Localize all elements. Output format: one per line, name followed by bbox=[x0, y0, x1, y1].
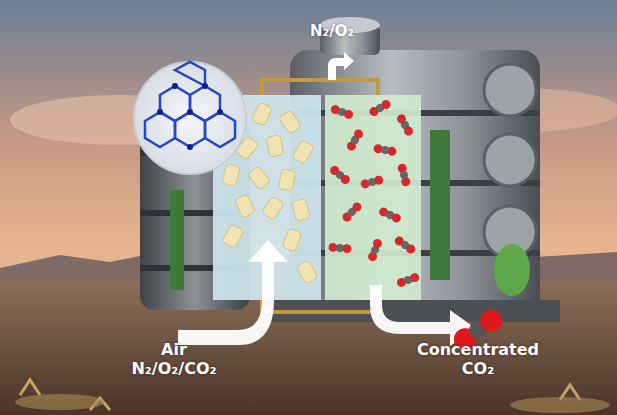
callout-label: Air N₂/O₂/CO₂ bbox=[120, 340, 228, 378]
callout-label: N₂/O₂ bbox=[300, 22, 364, 40]
callout-label: Concentrated CO₂ bbox=[414, 340, 542, 378]
